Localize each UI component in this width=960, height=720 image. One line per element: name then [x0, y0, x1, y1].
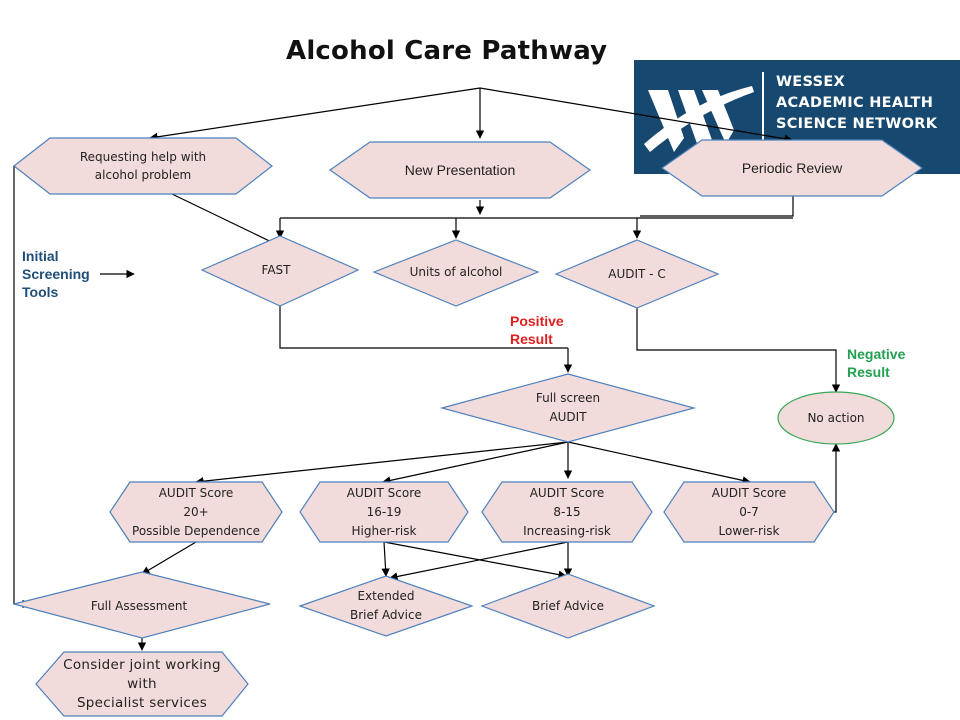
node-new-presentation [328, 141, 592, 199]
arrow-to-requesting-help [149, 87, 481, 142]
node-extended-brief [298, 575, 474, 637]
node-audit-20 [109, 481, 283, 543]
node-no-action [777, 391, 895, 445]
positive-connector-fast [279, 306, 568, 349]
arrow-to-no-action [636, 308, 841, 393]
node-audit-16 [299, 481, 469, 543]
periodic-review-connector [640, 196, 794, 217]
arrow-to-periodic-review [479, 87, 793, 143]
label-units: Units of alcohol [409, 265, 503, 279]
label-audit-8: AUDIT Score 8-15 Increasing-risk [523, 485, 611, 538]
node-periodic-review [660, 139, 924, 197]
label-full-assessment: Full Assessment [90, 599, 188, 613]
label-no-action: No action [807, 411, 865, 425]
label-full-screen-audit: Full screen AUDIT [535, 391, 601, 424]
negative-result-label: Negative Result [847, 346, 906, 380]
label-requesting-help: Requesting help with alcohol problem [79, 150, 207, 182]
label-extended-brief: Extended Brief Advice [350, 589, 422, 622]
wessex-logo-mark-icon [644, 86, 754, 152]
arrow-to-audit-20 [195, 441, 569, 486]
label-audit-16: AUDIT Score 16-19 Higher-risk [346, 485, 422, 538]
wessex-ahsn-logo: WESSEX ACADEMIC HEALTH SCIENCE NETWORK [634, 60, 960, 174]
arrow-requesting-to-full-assessment [13, 165, 31, 609]
arrow-to-audit-16 [382, 441, 569, 485]
label-audit-0: AUDIT Score 0-7 Lower-risk [711, 485, 787, 538]
logo-divider [762, 72, 764, 158]
node-consider-joint [35, 651, 249, 717]
positive-result-label: Positive Result [510, 313, 564, 347]
node-units [372, 239, 540, 307]
arrow-to-full-assessment [141, 541, 197, 575]
node-audit-0 [663, 481, 835, 543]
node-audit-c [554, 239, 720, 309]
label-brief-advice: Brief Advice [532, 599, 604, 613]
arrow-higher-to-brief [383, 541, 567, 579]
label-periodic-review: Periodic Review [741, 160, 843, 176]
node-audit-8 [481, 481, 653, 543]
label-audit-c: AUDIT - C [608, 267, 666, 281]
arrow-higher-to-extended [381, 541, 390, 577]
label-consider-joint: Consider joint working with Specialist s… [63, 656, 221, 711]
arrow-lower-risk-to-no-action [831, 443, 841, 513]
arrow-increasing-to-extended [389, 541, 569, 581]
arrow-to-audit-0 [567, 441, 751, 485]
label-new-presentation: New Presentation [404, 162, 516, 178]
node-full-assessment [13, 571, 271, 639]
initial-screening-label: Initial Screening Tools [22, 248, 90, 300]
node-fast [200, 235, 360, 307]
node-brief-advice [480, 573, 656, 639]
page-title: Alcohol Care Pathway [286, 36, 608, 66]
label-audit-20: AUDIT Score 20+ Possible Dependence [132, 485, 260, 538]
node-full-screen-audit [439, 373, 697, 443]
logo-text: WESSEX ACADEMIC HEALTH SCIENCE NETWORK [776, 74, 938, 132]
node-requesting-help [13, 137, 273, 195]
arrow-requesting-to-fast [171, 193, 285, 249]
label-fast: FAST [261, 263, 291, 277]
